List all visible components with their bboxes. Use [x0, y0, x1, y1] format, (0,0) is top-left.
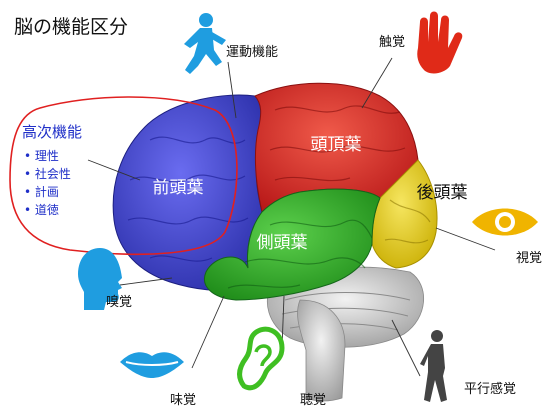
label-parietal-lobe: 頭頂葉: [311, 135, 362, 155]
label-temporal-lobe: 側頭葉: [257, 233, 308, 253]
label-taste: 味覚: [170, 393, 196, 408]
higher-function-item: • 計画: [24, 184, 59, 199]
lips-icon: [120, 352, 184, 378]
label-balance: 平行感覚: [464, 381, 516, 397]
diagram-title: 脳の機能区分: [14, 16, 128, 38]
highlight-ring: [9, 96, 238, 255]
pointer-lines: [119, 57, 496, 377]
label-occipital-lobe: 後頭葉: [417, 183, 468, 203]
running-person-icon: [184, 13, 226, 74]
brainstem: [297, 299, 346, 402]
higher-function-item: • 社会性: [24, 166, 71, 181]
brain: [112, 82, 438, 301]
eye-icon: [472, 208, 538, 236]
walking-person-icon: [420, 330, 447, 402]
ear-icon: [237, 326, 285, 391]
label-hearing: 聴覚: [300, 393, 326, 408]
higher-functions-heading: 高次機能: [22, 123, 82, 141]
gyri-lines: [127, 105, 431, 289]
label-smell: 嗅覚: [106, 295, 132, 310]
occipital-lobe: [371, 159, 438, 269]
hand-icon: [417, 11, 463, 74]
label-motor: 運動機能: [226, 45, 278, 60]
label-touch: 触覚: [379, 35, 405, 50]
temporal-lobe: [204, 188, 381, 301]
higher-function-item: • 道徳: [24, 202, 59, 217]
label-frontal-lobe: 前頭葉: [153, 178, 204, 198]
higher-function-item: • 理性: [24, 149, 59, 163]
label-vision: 視覚: [516, 251, 542, 266]
pointer-line: [87, 159, 141, 181]
head-profile-icon: [78, 248, 122, 310]
